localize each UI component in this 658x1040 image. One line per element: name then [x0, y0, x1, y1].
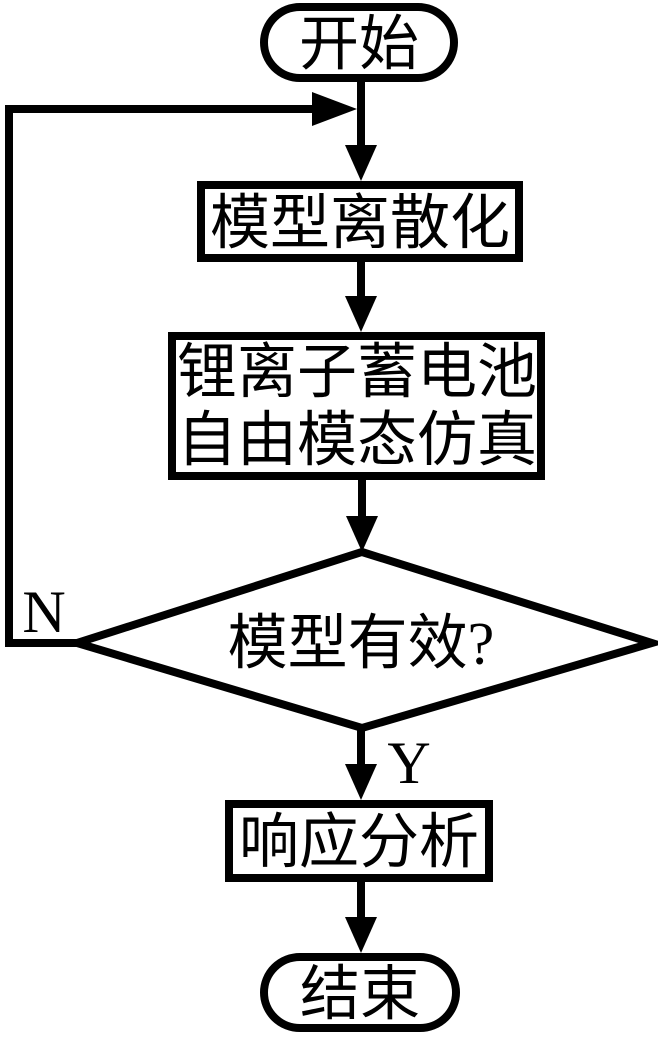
connector-discretize-to-simulation — [345, 262, 377, 332]
end-node: 结束 — [260, 953, 460, 1032]
connector-decision-to-response — [345, 728, 377, 800]
process-discretize-shape — [197, 181, 523, 262]
end-terminator-shape — [260, 953, 460, 1032]
process-response-shape — [225, 800, 493, 882]
end-label: 结束 — [300, 962, 420, 1028]
connector-response-to-end — [345, 882, 377, 953]
loopback-line — [5, 105, 316, 647]
arrowhead-icon — [346, 516, 378, 552]
process-discretize-label: 模型离散化 — [210, 191, 510, 257]
arrowhead-icon — [345, 145, 377, 181]
connector-simulation-to-decision — [346, 480, 378, 552]
decision-node: 模型有效? — [63, 547, 658, 733]
process-simulation-shape — [168, 332, 545, 480]
branch-yes-label: Y — [387, 730, 430, 796]
process-response-label: 响应分析 — [239, 810, 479, 876]
connector-start-to-discretize — [345, 80, 377, 181]
loopback-arrowhead-icon — [312, 92, 357, 126]
arrowhead-icon — [345, 764, 377, 800]
branch-no-label: N — [22, 579, 65, 645]
arrowhead-icon — [345, 917, 377, 953]
process-simulation-node: 锂离子蓄电池 自由模态仿真 — [168, 332, 545, 480]
start-node: 开始 — [260, 3, 458, 82]
process-simulation-label-line1: 锂离子蓄电池 — [177, 340, 537, 406]
process-response-node: 响应分析 — [225, 800, 493, 882]
arrowhead-icon — [345, 296, 377, 332]
process-discretize-node: 模型离散化 — [197, 181, 523, 262]
start-terminator-shape — [260, 3, 458, 82]
connector-no-loopback — [5, 92, 357, 647]
decision-diamond-shape — [63, 547, 658, 733]
decision-label: 模型有效? — [228, 611, 495, 677]
start-label: 开始 — [299, 12, 419, 78]
process-simulation-label-line2: 自由模态仿真 — [177, 408, 537, 474]
